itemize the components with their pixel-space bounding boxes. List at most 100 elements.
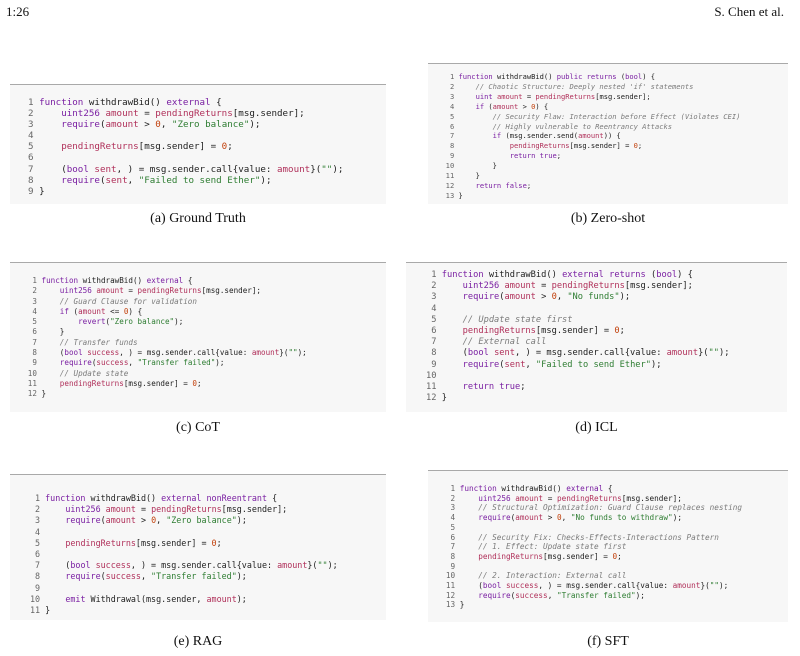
code-line: 8 require(success, "Transfer failed"); — [28, 571, 386, 582]
line-number: 8 — [35, 571, 41, 582]
line-number: 9 — [449, 151, 455, 161]
code-line: 7 // Transfer funds — [26, 338, 386, 348]
code-text: function withdrawBid() external { — [459, 484, 613, 493]
line-number: 3 — [27, 119, 34, 131]
code-line: 3 // Structural Optimization: Guard Clau… — [444, 503, 788, 513]
code-text: require(sent, "Failed to send Ether"); — [61, 174, 272, 186]
code-text: } — [33, 185, 45, 197]
code-line: 8 require(sent, "Failed to send Ether"); — [26, 175, 386, 186]
line-number: 10 — [27, 368, 37, 378]
code-line: 6 // Highly vulnerable to Reentrancy Att… — [444, 122, 788, 132]
code-line: 8 (bool sent, ) = msg.sender.call{value:… — [424, 348, 787, 359]
code-line: 13 } — [444, 191, 788, 201]
page-header: 1:26 S. Chen et al. — [6, 4, 784, 22]
line-number: 8 — [27, 174, 34, 186]
code-line: 1 function withdrawBid() external { — [444, 484, 788, 494]
line-number: 7 — [27, 163, 34, 175]
code-line: 7 // External call — [424, 337, 787, 348]
line-number: 5 — [27, 141, 34, 153]
code-line: 2 uint256 amount = pendingReturns[msg.se… — [424, 281, 787, 292]
code-line: 5 — [444, 523, 788, 533]
code-text: // 1. Effect: Update state first — [478, 542, 627, 552]
code-text: (bool sent, ) = msg.sender.call{value: a… — [436, 348, 730, 359]
code-line: 9 — [444, 562, 788, 572]
code-line: 4 require(amount > 0, "No funds to withd… — [444, 513, 788, 523]
code-line: 7 (bool sent, ) = msg.sender.call{value:… — [26, 164, 386, 175]
line-number: 1 — [27, 97, 34, 108]
line-number: 3 — [450, 503, 456, 513]
line-number: 3 — [431, 292, 437, 303]
line-number: 11 — [445, 171, 455, 181]
code-text: require(success, "Transfer failed"); — [65, 571, 247, 582]
code-line: 10 } — [444, 161, 788, 171]
code-text: uint256 amount = pendingReturns[msg.send… — [61, 108, 305, 120]
code-line: 12 return false; — [444, 181, 788, 191]
line-number: 1 — [431, 270, 437, 280]
code-block: 1 function withdrawBid() external {2 uin… — [26, 97, 386, 197]
code-line: 9 } — [26, 186, 386, 197]
code-line: 11 } — [28, 605, 386, 616]
code-panel-sft: 1 function withdrawBid() external {2 uin… — [428, 470, 788, 622]
line-number: 4 — [449, 101, 455, 111]
code-block: 1 function withdrawBid() external {2 uin… — [26, 276, 386, 400]
code-text: require(amount > 0, "No funds"); — [462, 292, 631, 303]
line-number: 2 — [450, 493, 456, 503]
code-line: 9 — [28, 583, 386, 594]
line-number: 7 — [431, 337, 437, 348]
caption-ground-truth: (a) Ground Truth — [150, 211, 246, 226]
line-number: 4 — [35, 526, 41, 537]
line-number: 11 — [27, 378, 37, 388]
line-number: 8 — [450, 551, 456, 561]
running-head: S. Chen et al. — [714, 4, 784, 19]
code-line: 2 uint256 amount = pendingReturns[msg.se… — [28, 504, 386, 515]
code-block: 1 function withdrawBid() external {2 uin… — [444, 484, 788, 610]
code-text: return true; — [509, 151, 562, 161]
line-number: 10 — [426, 370, 437, 381]
code-text: // Transfer funds — [59, 337, 138, 347]
code-text: (bool success, ) = msg.sender.call{value… — [36, 348, 307, 358]
code-line: 6 pendingReturns[msg.sender] = 0; — [424, 326, 787, 337]
code-line: 3 require(amount > 0, "Zero balance"); — [26, 119, 386, 130]
code-panel-rag: 1 function withdrawBid() external nonRee… — [10, 474, 386, 620]
code-text — [437, 304, 442, 314]
line-number: 3 — [35, 515, 41, 526]
code-line: 10 // 2. Interaction: External call — [444, 571, 788, 581]
code-line: 7 if (msg.sender.send(amount)) { — [444, 131, 788, 141]
line-number: 4 — [32, 306, 37, 316]
line-number: 12 — [445, 180, 455, 190]
line-number: 4 — [431, 303, 437, 314]
line-number: 1 — [35, 493, 41, 503]
code-text: function withdrawBid() external returns … — [441, 270, 693, 280]
line-number: 1 — [450, 484, 456, 493]
code-line: 13 } — [444, 600, 788, 610]
code-text: // External call — [462, 337, 547, 348]
code-text: require(amount > 0, "Zero balance"); — [61, 119, 261, 131]
code-text: return false; — [475, 180, 532, 190]
line-number: 9 — [27, 185, 34, 197]
code-text: // 2. Interaction: External call — [478, 571, 627, 581]
code-line: 6 // Security Fix: Checks-Effects-Intera… — [444, 533, 788, 543]
code-text: pendingReturns[msg.sender] = 0; — [61, 141, 233, 153]
code-text: if (amount <= 0) { — [59, 306, 143, 316]
code-line: 5 pendingReturns[msg.sender] = 0; — [26, 141, 386, 152]
line-number: 2 — [35, 504, 41, 515]
code-line: 9 require(success, "Transfer failed"); — [26, 358, 386, 368]
code-text — [34, 152, 40, 163]
code-panel-zero-shot: 1 function withdrawBid() public returns … — [428, 63, 788, 204]
line-number: 11 — [426, 382, 437, 393]
code-text: pendingReturns[msg.sender] = 0; — [509, 141, 643, 151]
code-line: 1 function withdrawBid() external { — [26, 97, 386, 108]
line-number: 5 — [35, 537, 41, 548]
code-line: 2 uint256 amount = pendingReturns[msg.se… — [26, 286, 386, 296]
code-line: 8 pendingReturns[msg.sender] = 0; — [444, 552, 788, 562]
line-number: 12 — [27, 389, 37, 399]
code-line: 4 if (amount <= 0) { — [26, 307, 386, 317]
code-line: 1 function withdrawBid() external nonRee… — [28, 493, 386, 504]
code-line: 2 // Chaotic Structure: Deeply nested 'i… — [444, 82, 788, 92]
code-text: // Security Flaw: Interaction before Eff… — [492, 111, 741, 121]
caption-cot: (c) CoT — [176, 420, 220, 435]
line-number: 7 — [35, 560, 41, 571]
line-number: 5 — [431, 314, 437, 325]
page-number: 1:26 — [6, 4, 30, 19]
line-number: 3 — [449, 91, 455, 101]
